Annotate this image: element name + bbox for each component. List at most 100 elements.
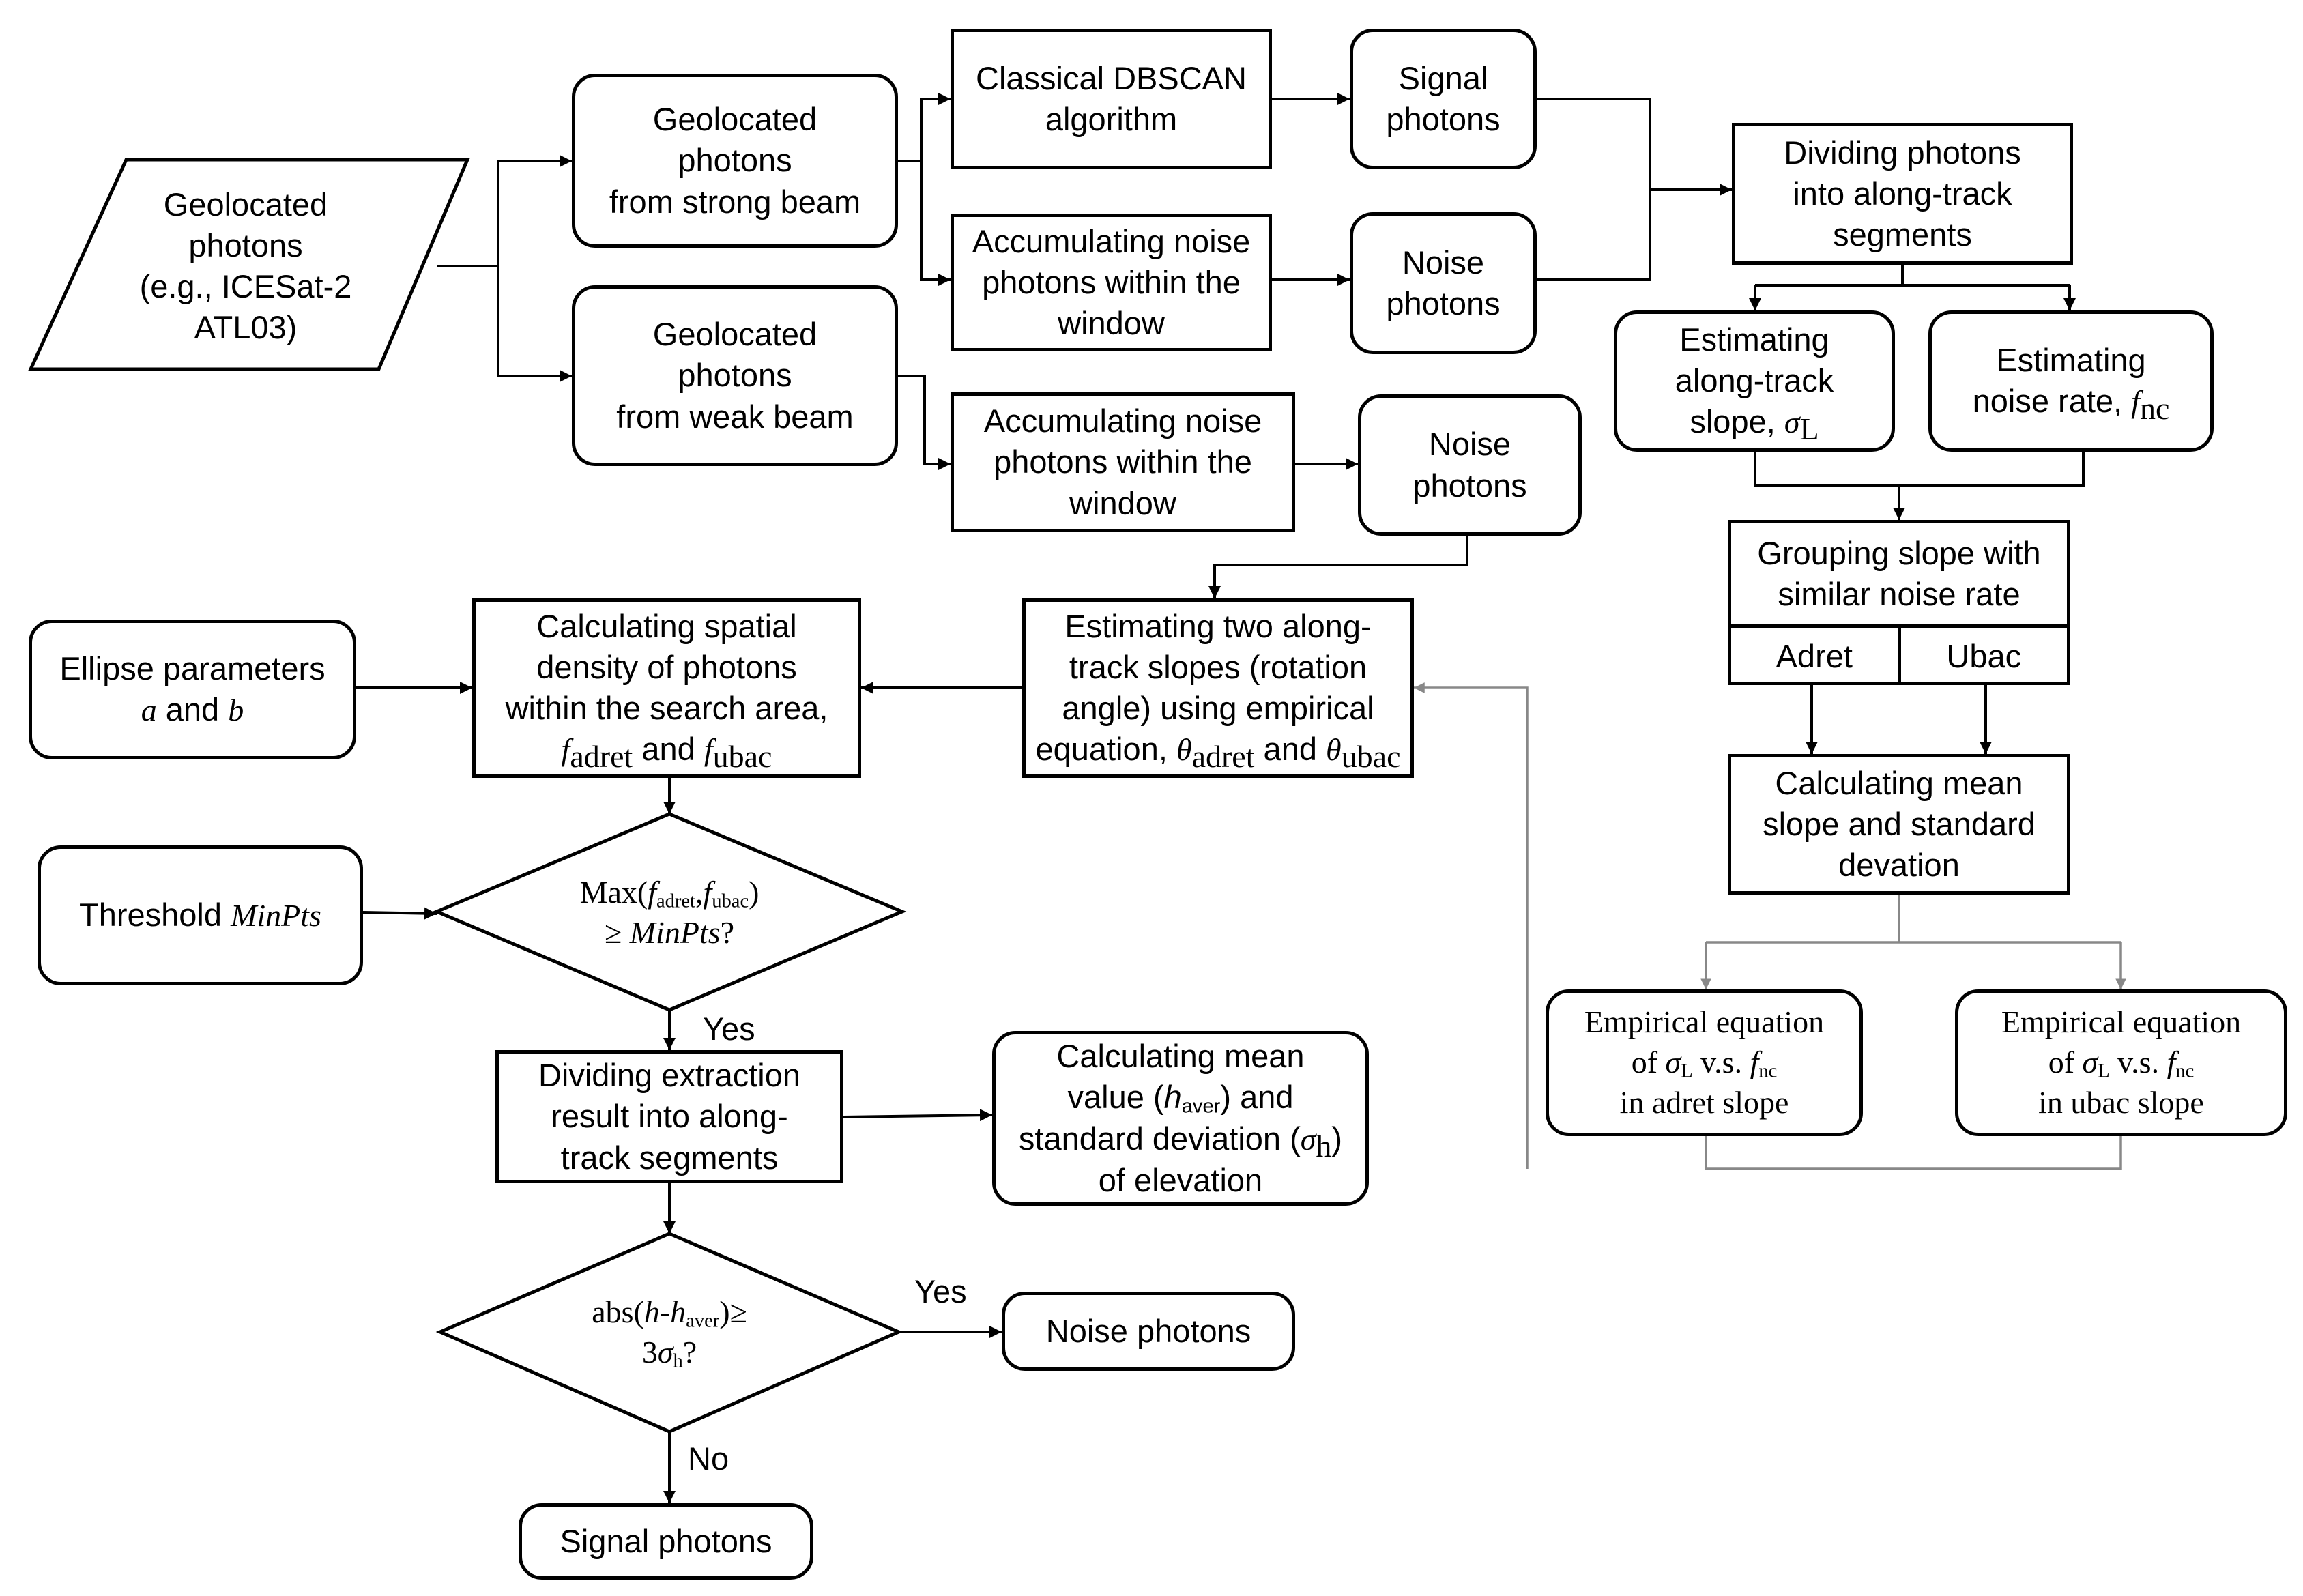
- f-symbol: f: [648, 874, 656, 910]
- calcmean-line1: Calculating mean: [1056, 1038, 1305, 1075]
- empubac-vs: v.s.: [2109, 1045, 2167, 1080]
- mean-slope-node: Calculating mean slope and standard deva…: [1728, 754, 2070, 895]
- strong-line1: Geolocated: [652, 101, 817, 138]
- empubac-of: of: [2048, 1045, 2083, 1080]
- decision-abs-node: abs(h-haver)≥ 3σh?: [532, 1286, 807, 1378]
- no-label: No: [688, 1440, 729, 1477]
- grouping-node: Grouping slope with similar noise rate A…: [1728, 520, 2070, 685]
- noise-photons-out-node: Noise photons: [1002, 1292, 1295, 1371]
- dividing-photons-node: Dividing photons into along-track segmen…: [1732, 123, 2073, 265]
- spatial-and: and: [633, 731, 704, 768]
- meanslope-line1: Calculating mean: [1775, 764, 2023, 801]
- sigma-subscript: L: [2098, 1060, 2110, 1082]
- theta-symbol: θ: [1176, 732, 1192, 768]
- dividing-line1: Dividing photons: [1784, 134, 2021, 171]
- noise-photons-1-node: Noise photons: [1350, 212, 1537, 354]
- f-symbol: f: [703, 874, 712, 910]
- three-text: 3: [641, 1334, 658, 1369]
- spatial-line1: Calculating spatial: [536, 607, 797, 644]
- theta-symbol: θ: [1326, 732, 1342, 768]
- ellipse-line2: a and b: [59, 689, 325, 731]
- theta-subscript-ubac: ubac: [1341, 739, 1401, 774]
- noise1-line2: photons: [1386, 285, 1501, 321]
- esttwo-line4-text: equation,: [1035, 731, 1176, 768]
- accum1-line1: Accumulating noise: [972, 222, 1251, 259]
- estnoise-line1: Estimating: [1996, 341, 2146, 378]
- calc-mean-node: Calculating mean value (haver) and stand…: [992, 1031, 1369, 1206]
- threshold-text: Threshold: [79, 897, 231, 933]
- h-symbol: h: [1163, 1079, 1182, 1116]
- ellipse-and: and: [156, 691, 229, 728]
- calcmean-line3: standard deviation (σh): [1019, 1118, 1343, 1162]
- decision2-line1: abs(h-haver)≥: [592, 1292, 747, 1333]
- edge-return-esttwo: [1414, 682, 1529, 1169]
- strong-beam-node: Geolocated photons from strong beam: [572, 74, 898, 248]
- empadret-line3: in adret slope: [1619, 1084, 1789, 1120]
- estslope-line3: slope, σL: [1675, 401, 1834, 445]
- decision-minpts-shape: [432, 812, 907, 1012]
- emp-adret-node: Empirical equation of σL v.s. fnc in adr…: [1546, 989, 1863, 1136]
- empubac-line2: of σL v.s. fnc: [2001, 1043, 2241, 1083]
- f-symbol: f: [2131, 384, 2140, 420]
- accum-noise-2-node: Accumulating noise photons within the wi…: [951, 392, 1295, 532]
- esttwo-line4: equation, θadret and θubac: [1035, 729, 1401, 772]
- edge-emp-return: [1705, 1136, 2122, 1170]
- close-paren: ): [749, 874, 759, 910]
- esttwo-line2: track slopes (rotation: [1069, 648, 1367, 685]
- edge-threshold-decision1: [362, 907, 437, 920]
- minpts-symbol: MinPts: [231, 898, 321, 933]
- decision2-line2: 3σh?: [592, 1333, 747, 1373]
- decision1-line1: Max(fadret,fubac): [580, 873, 759, 913]
- estslope-line3-text: slope,: [1690, 403, 1784, 440]
- input-line2: photons: [188, 227, 303, 263]
- calcmean-line4: of elevation: [1098, 1161, 1263, 1198]
- grouping-line1: Grouping slope with: [1757, 534, 2041, 571]
- threshold-node: Threshold MinPts: [38, 845, 363, 985]
- h-symbol: h: [643, 1294, 660, 1329]
- signal-out-text: Signal photons: [560, 1522, 772, 1559]
- empubac-line3: in ubac slope: [2038, 1084, 2204, 1120]
- estnoise-line2-text: noise rate,: [1972, 383, 2132, 420]
- empadret-of: of: [1631, 1045, 1666, 1080]
- signal-photons-out-node: Signal photons: [519, 1503, 813, 1580]
- divext-line2: result into along-: [551, 1098, 788, 1135]
- accum2-line2: photons within the: [994, 444, 1252, 480]
- edge-to-dbscan: [920, 93, 951, 161]
- b-symbol: b: [228, 693, 244, 728]
- comma-text: ,: [695, 874, 704, 910]
- accum2-line1: Accumulating noise: [983, 403, 1262, 439]
- sigma-symbol: σ: [1784, 405, 1800, 440]
- signal-photons-top-node: Signal photons: [1350, 29, 1537, 169]
- calcmean-close: ): [1331, 1120, 1343, 1157]
- calcmean-and: ) and: [1220, 1079, 1294, 1116]
- input-line4: ATL03): [194, 309, 298, 346]
- decision-minpts-node: Max(fadret,fubac) ≥ MinPts?: [519, 863, 820, 962]
- f-symbol: f: [561, 732, 570, 768]
- f-symbol: f: [704, 732, 713, 768]
- sigma-symbol: σ: [657, 1334, 673, 1369]
- f-subscript-adret: adret: [570, 739, 633, 774]
- empubac-line1: Empirical equation: [2001, 1004, 2242, 1040]
- adret-cell: Adret: [1731, 628, 1901, 685]
- yes-label-2: Yes: [914, 1273, 967, 1309]
- edge-to-weak: [497, 266, 572, 382]
- accum1-line2: photons within the: [982, 263, 1241, 300]
- edge-signal-merge: [1537, 98, 1651, 190]
- calcmean-value: value (: [1067, 1079, 1164, 1116]
- divext-line1: Dividing extraction: [538, 1057, 800, 1094]
- sigma-subscript: L: [1681, 1060, 1693, 1082]
- decision1-line2: ≥ MinPts?: [580, 913, 759, 953]
- f-subscript: nc: [1758, 1060, 1778, 1082]
- dash-text: -: [659, 1294, 671, 1329]
- est-two-slopes-node: Estimating two along- track slopes (rota…: [1022, 598, 1414, 778]
- empadret-line2: of σL v.s. fnc: [1584, 1043, 1824, 1083]
- spatial-line3: within the search area,: [505, 690, 828, 727]
- spatial-line4: fadret and fubac: [506, 729, 828, 772]
- dividing-line2: into along-track: [1793, 175, 2012, 212]
- input-node: Geolocated photons (e.g., ICESat-2 ATL03…: [102, 177, 389, 355]
- grouping-line2: similar noise rate: [1778, 576, 2020, 612]
- spatial-density-node: Calculating spatial density of photons w…: [472, 598, 861, 778]
- max-text: Max(: [579, 874, 648, 910]
- ellipse-params-node: Ellipse parameters a and b: [29, 620, 356, 759]
